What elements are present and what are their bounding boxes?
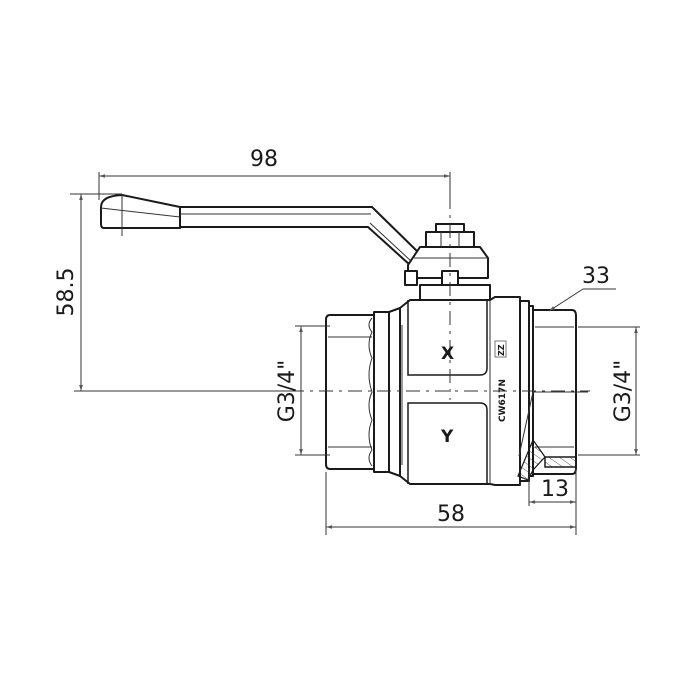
svg-text:13: 13 — [541, 477, 569, 502]
centerlines — [290, 195, 590, 400]
logo-mark: ZZ — [494, 340, 507, 358]
dimension-thread-left: G3/4" — [275, 325, 330, 456]
dimension-thread-depth: 13 — [528, 468, 577, 506]
dimension-hex-size: 33 — [548, 264, 616, 312]
svg-text:58: 58 — [437, 502, 465, 527]
svg-text:G3/4": G3/4" — [275, 360, 300, 423]
dimension-handle-length: 98 — [98, 147, 451, 200]
svg-text:G3/4": G3/4" — [611, 360, 636, 423]
valve-body — [399, 296, 521, 486]
left-port — [325, 307, 401, 477]
svg-text:58.5: 58.5 — [54, 268, 79, 317]
label-x: X — [441, 344, 454, 364]
stem-nut — [404, 223, 491, 304]
svg-text:ZZ: ZZ — [497, 344, 506, 356]
lever-handle — [100, 194, 421, 266]
label-y: Y — [440, 427, 454, 447]
svg-text:98: 98 — [250, 147, 278, 172]
dimension-height: 58.5 — [54, 193, 300, 392]
svg-text:33: 33 — [582, 264, 610, 289]
material-mark: CW617N — [498, 379, 508, 422]
dimension-thread-right: G3/4" — [578, 326, 640, 456]
svg-text:CW617N: CW617N — [498, 379, 508, 422]
dimension-body-length: 58 — [325, 472, 577, 535]
